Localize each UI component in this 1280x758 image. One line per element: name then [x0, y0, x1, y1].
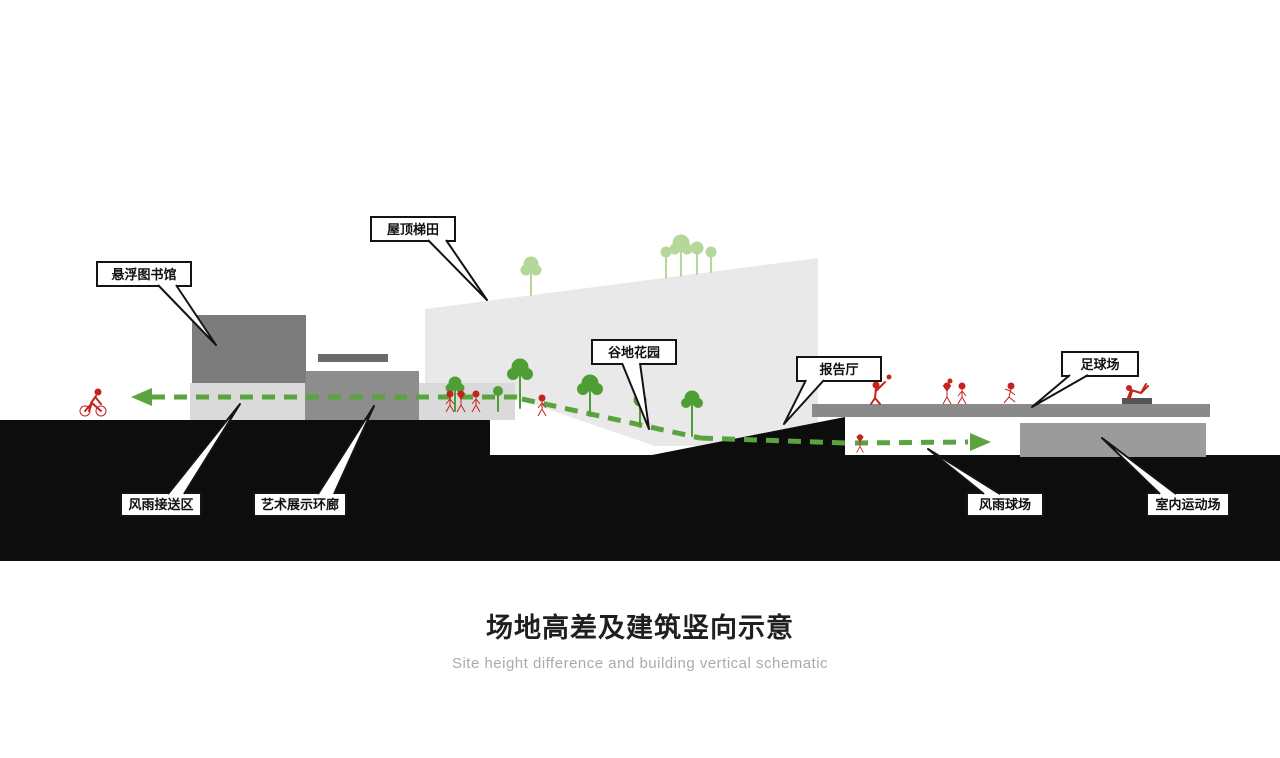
path-segment-lower: [854, 439, 969, 446]
path-segment-slope: [521, 396, 701, 441]
callout-label: 艺术展示环廊: [261, 497, 339, 512]
callout-art-corridor: 艺术展示环廊: [253, 405, 375, 517]
callout-pickup-area: 风雨接送区: [120, 403, 241, 517]
callout-label: 室内运动场: [1155, 497, 1220, 512]
callout-roof-terrace: 屋顶梯田: [370, 216, 488, 301]
gymnast-icon: [1126, 383, 1149, 399]
ground-ramp: [652, 417, 845, 455]
runner-icon: [1003, 382, 1016, 404]
page-subtitle: Site height difference and building vert…: [451, 655, 829, 672]
roof-trees: [520, 234, 717, 296]
cyclist-icon: [79, 388, 107, 417]
callout-label: 风雨接送区: [128, 497, 193, 512]
callout-lecture-hall: 报告厅: [783, 356, 882, 425]
callout-indoor-sports: 室内运动场: [1101, 437, 1230, 517]
tree-icon: [669, 234, 693, 277]
callout-football-field: 足球场: [1031, 351, 1139, 408]
tree-icon: [507, 358, 533, 409]
pedestrian-icon: [957, 382, 967, 405]
circulation-path: [131, 388, 991, 451]
tree-icon: [520, 256, 542, 296]
tree-icon: [577, 374, 603, 417]
indoor-sports-block: [1020, 423, 1206, 457]
callout-library: 悬浮图书馆: [96, 261, 217, 346]
tree-icon: [705, 246, 717, 273]
callout-label: 报告厅: [819, 362, 858, 377]
callouts: 屋顶梯田 悬浮图书馆 谷地花园 报告厅 足球场: [96, 216, 1230, 517]
arrow-left-icon: [131, 388, 152, 406]
callout-label: 谷地花园: [608, 345, 660, 360]
ground-section: [0, 420, 1280, 561]
gym-bench: [1122, 398, 1152, 404]
tree-icon: [690, 241, 704, 275]
callout-label: 悬浮图书馆: [111, 267, 176, 282]
callout-label: 足球场: [1080, 357, 1119, 372]
tree-icon: [660, 246, 672, 279]
tree-icon: [493, 386, 503, 412]
baseball-player-icon: [870, 374, 892, 405]
callout-covered-court: 风雨球场: [927, 448, 1044, 517]
tree-icon: [681, 390, 703, 437]
arrow-right-icon: [970, 433, 991, 451]
tree-icon: [445, 376, 465, 412]
path-trees: [445, 358, 703, 437]
callout-label: 风雨球场: [979, 497, 1031, 512]
platform-deck: [812, 404, 1210, 417]
library-block: [192, 315, 306, 383]
activity-figures: [79, 374, 1149, 453]
path-segment-valley: [699, 435, 846, 446]
page-title: 场地高差及建筑竖向示意: [486, 613, 794, 643]
callout-valley-garden: 谷地花园: [591, 339, 677, 430]
ball-icon: [947, 378, 953, 384]
callout-label: 屋顶梯田: [387, 222, 439, 237]
roof-slab: [318, 354, 388, 362]
volleyball-player-icon: [942, 382, 952, 405]
